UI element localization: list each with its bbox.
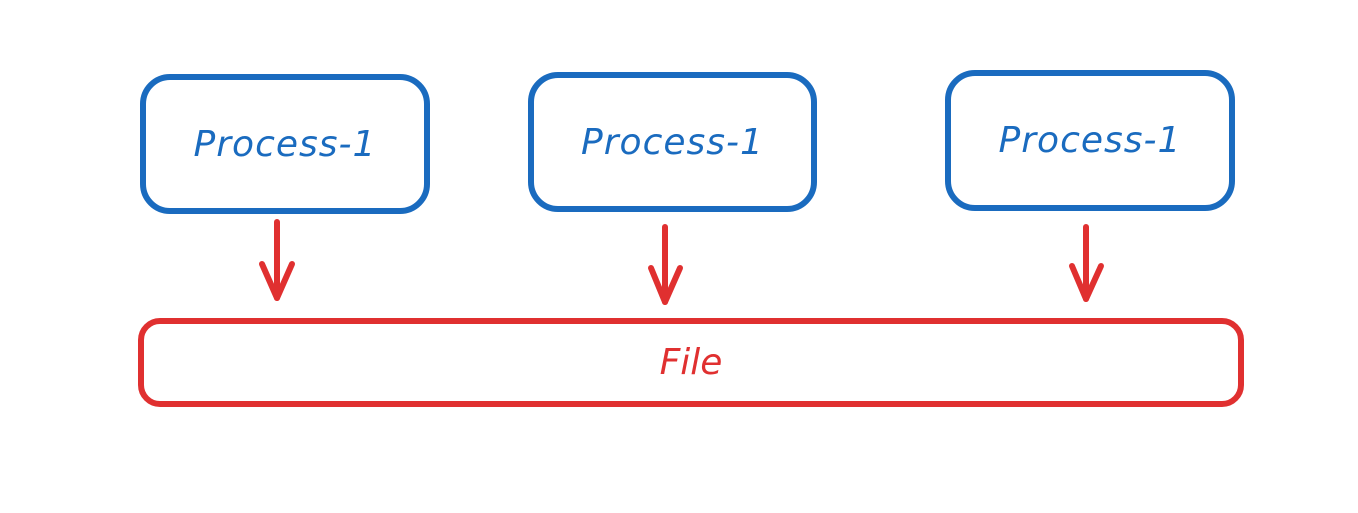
process-box-1: Process-1 bbox=[140, 74, 430, 214]
file-label: File bbox=[659, 342, 723, 383]
arrow-1 bbox=[259, 219, 295, 301]
process-label-2: Process-1 bbox=[581, 121, 764, 163]
process-label-1: Process-1 bbox=[193, 123, 377, 165]
process-box-3: Process-1 bbox=[945, 70, 1235, 211]
process-box-2: Process-1 bbox=[528, 72, 817, 212]
file-box: File bbox=[138, 318, 1244, 407]
process-label-3: Process-1 bbox=[998, 120, 1182, 161]
arrow-3 bbox=[1069, 224, 1104, 302]
arrow-2 bbox=[648, 224, 683, 305]
